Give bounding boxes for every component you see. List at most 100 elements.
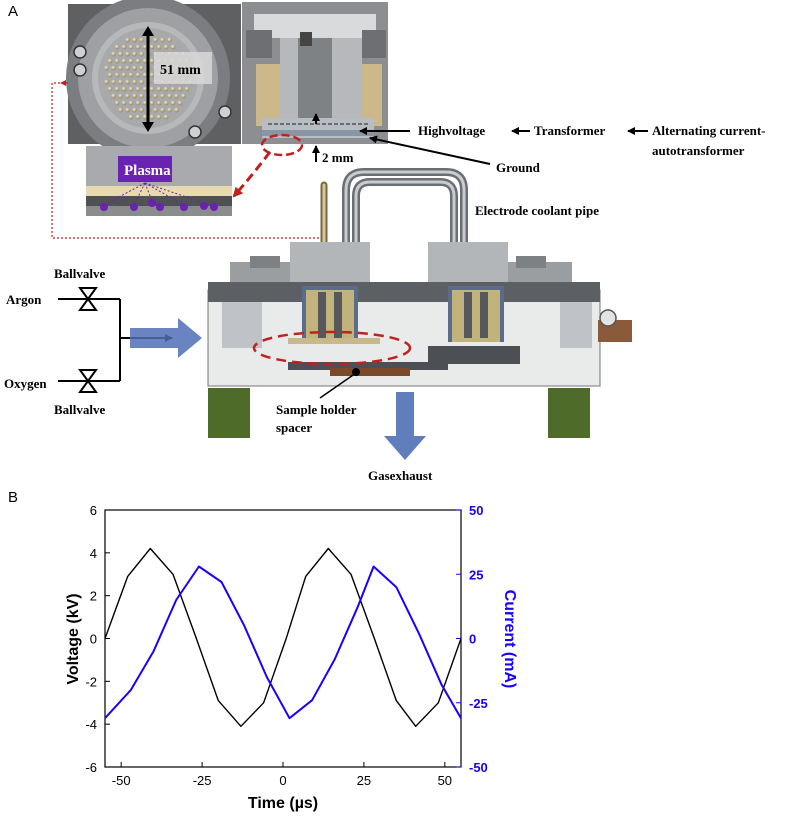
electrode-bead [111,65,116,71]
electrode-bead [135,72,141,78]
electrode-bead [118,93,123,99]
electrode-bead [167,37,172,43]
y2-tick-label: -25 [469,696,488,711]
series-lines [104,547,462,727]
x-tick-label: -50 [112,773,131,788]
plasma-region-ellipse [252,330,412,366]
y2-tick-label: 50 [469,503,483,518]
y-tick-label: 6 [90,503,97,518]
electrode-bead [135,100,141,106]
electrode-bead [128,100,134,106]
electrode-bead [132,107,137,113]
x-axis-title: Time (µs) [248,795,318,812]
y2-tick-label: 0 [469,632,476,647]
electrode-bead [142,114,148,120]
electrode-bead [125,93,130,99]
electrode-bead [104,65,109,71]
y2-tick-label: 25 [469,567,483,582]
electrode-bead [184,86,190,92]
electrode-bead [149,44,155,50]
electrode-bead [135,114,141,120]
electrode-bead [118,79,123,85]
electrode-bead [177,100,183,106]
zoom-ellipse [260,133,304,157]
electrode-bead [139,107,144,113]
panel-b-label: B [8,489,18,506]
electrode-bead [174,107,179,113]
electrode-bead [149,100,155,106]
oxygen-label: Oxygen [4,376,47,391]
electrode-bead [174,93,179,99]
electrode-bead [118,65,123,71]
electrode-bead [121,100,127,106]
y-tick-label: 2 [90,589,97,604]
y-tick-label: -4 [85,717,97,732]
electrode-bead [135,44,141,50]
x-tick-label: -25 [193,773,212,788]
x-tick-label: 50 [438,773,452,788]
electrode-bead [132,93,137,99]
electrode-bead [139,93,144,99]
sample-holder-label-2: spacer [276,420,312,435]
electrode-bead [163,114,169,120]
electrode-bead [121,58,127,64]
gas-inlet-arrow [130,318,202,358]
transformer-label: Transformer [534,123,605,138]
electrode-bead [139,65,144,71]
electrode-bead [142,86,148,92]
electrode-bead [149,114,155,120]
plasma-inset: Plasma [86,146,232,216]
electrode-bead [107,72,113,78]
ball-valve-oxygen [78,369,98,393]
electrode-bead [132,79,137,85]
current-axis: 50 25 0 -25 -50 [456,503,488,775]
ground-label: Ground [496,160,541,175]
electrode-bead [107,86,113,92]
electrode-photo: 51 mm [66,0,241,160]
zoom-arrow [232,151,272,198]
y-tick-label: -2 [85,674,97,689]
electrode-bead [128,72,134,78]
electrode-bead [125,107,130,113]
gap-label: 2 mm [322,150,354,165]
electrode-bead [114,86,120,92]
electrode-bead [139,51,144,57]
electrode-bead [153,93,158,99]
electrode-bead [142,58,148,64]
y-tick-label: 4 [90,546,97,561]
electrode-bead [139,37,144,43]
electrode-bead [156,100,162,106]
electrode-bead [149,58,155,64]
electrode-bead [111,79,116,85]
electrode-bead [156,86,162,92]
y-axis-title: Voltage (kV) [65,593,82,684]
y-tick-label: 0 [90,632,97,647]
electrode-bead [142,72,148,78]
x-tick-label: 0 [279,773,286,788]
reactor-chamber [207,242,632,438]
electrode-bead [153,37,158,43]
electrode-bead [125,51,130,57]
ballvalve-bottom-label: Ballvalve [54,402,106,417]
electrode-bead [142,100,148,106]
electrode-bead [170,100,176,106]
electrode-bead [132,65,137,71]
electrode-bead [132,51,137,57]
diameter-label: 51 mm [160,63,201,78]
voltage-series-line [104,547,462,727]
electrode-bead [160,37,165,43]
electrode-bead [114,100,120,106]
electrode-bead [170,86,176,92]
y2-tick-label: -50 [469,760,488,775]
electrode-bead [167,107,172,113]
electrode-bead [125,65,130,71]
electrode-bead [160,107,165,113]
electrode-bead [132,37,137,43]
electrode-bead [156,44,162,50]
electrode-bead [142,44,148,50]
electrode-bead [128,86,134,92]
electrode-bead [128,44,134,50]
